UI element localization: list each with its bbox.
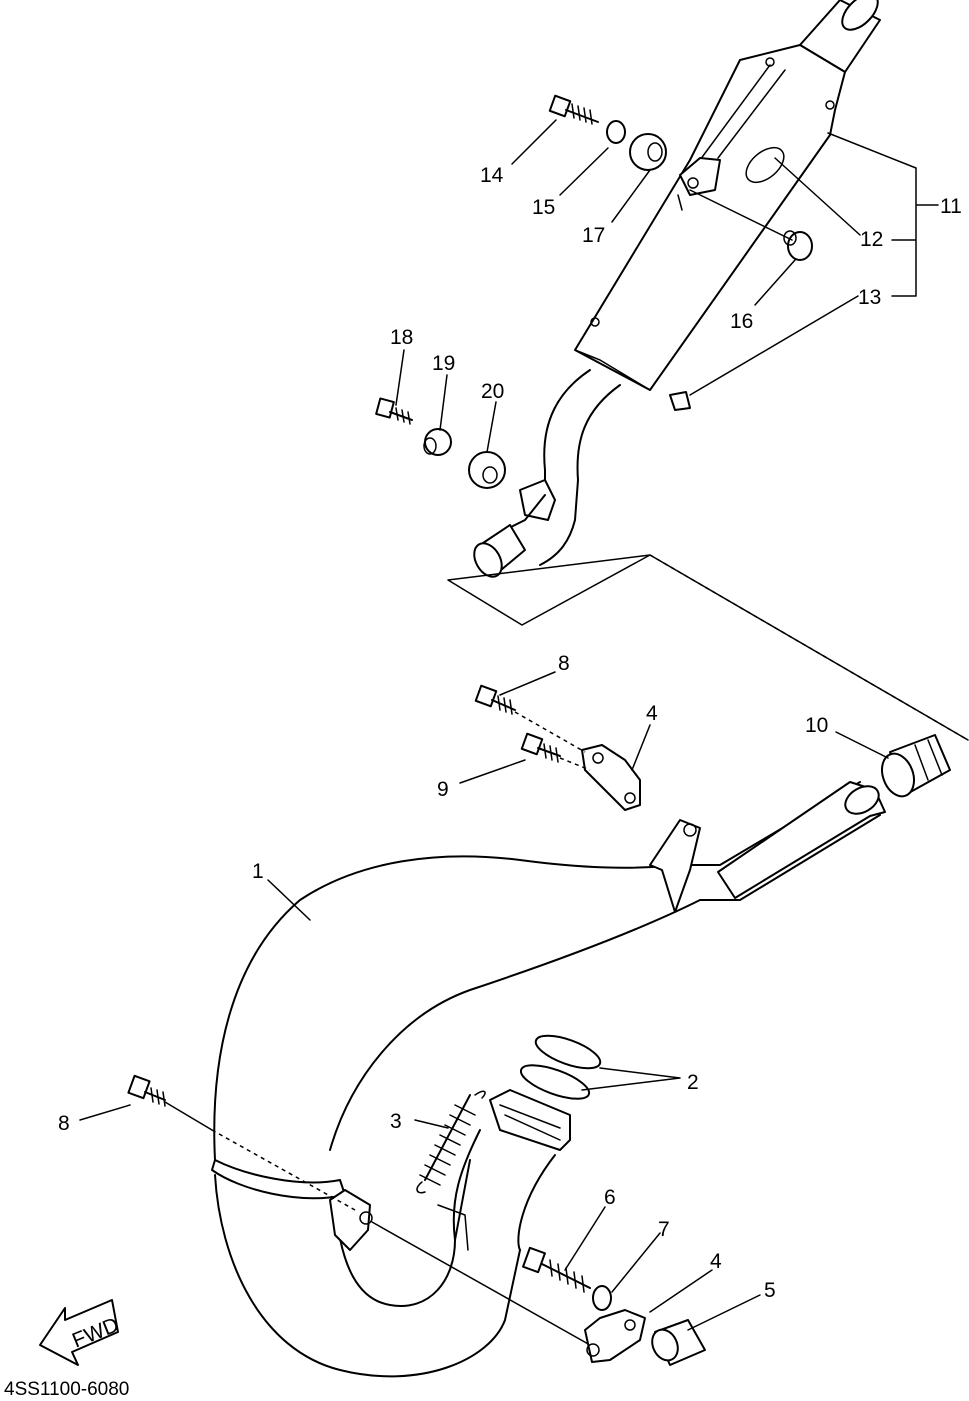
- grommet-20: [468, 451, 506, 489]
- callout-17: 17: [582, 224, 605, 247]
- callout-2: 2: [687, 1071, 699, 1094]
- callout-20: 20: [481, 380, 504, 403]
- leader-lines: [79, 119, 939, 1331]
- assembly-line-8-upper: [514, 711, 586, 753]
- callout-3: 3: [390, 1110, 402, 1133]
- callout-6: 6: [604, 1186, 616, 1209]
- fwd-arrow: FWD: [39, 1299, 122, 1366]
- callout-14: 14: [480, 164, 504, 187]
- callout-7: 7: [658, 1218, 670, 1241]
- collar-16: [783, 230, 813, 261]
- washer-15: [606, 120, 626, 144]
- callout-10: 10: [805, 714, 828, 737]
- section-plane: [447, 554, 969, 741]
- bolt-9: [520, 732, 561, 763]
- spring-3: [416, 1090, 486, 1194]
- assembly-line-8-lower: [164, 1101, 213, 1131]
- callout-4-lower: 4: [710, 1250, 722, 1273]
- callout-1: 1: [252, 860, 264, 883]
- callout-16: 16: [730, 310, 753, 333]
- collar-10: [881, 734, 951, 798]
- grommet-17: [629, 133, 667, 171]
- callout-5: 5: [764, 1279, 776, 1302]
- bolt-8-lower: [127, 1074, 166, 1107]
- bolt-18: [375, 397, 413, 425]
- collar-19: [423, 428, 452, 456]
- assembly-line-silencer: [649, 554, 969, 741]
- callout-13: 13: [858, 286, 881, 309]
- callout-12: 12: [860, 228, 883, 251]
- callout-4-upper: 4: [646, 702, 658, 725]
- callout-9: 9: [437, 778, 449, 801]
- o-ring-2-upper: [534, 1034, 602, 1070]
- collar-5: [651, 1319, 706, 1366]
- exhaust-pipe: [211, 781, 886, 1378]
- washer-7: [592, 1285, 612, 1311]
- bolt-14: [548, 94, 599, 125]
- assembly-line-9: [559, 757, 591, 771]
- callout-11: 11: [940, 195, 962, 218]
- callout-8-upper: 8: [558, 652, 570, 675]
- gasket-4-upper: [581, 744, 641, 811]
- gasket-4-lower: [584, 1309, 646, 1363]
- part-code: 4SS1100-6080: [4, 1379, 129, 1400]
- silencer-assembly: [473, 0, 881, 578]
- callout-19: 19: [432, 352, 455, 375]
- callout-15: 15: [532, 196, 555, 219]
- bolt-8-upper: [474, 684, 516, 715]
- screw-13: [669, 391, 691, 411]
- bolt-6: [522, 1246, 591, 1293]
- callout-18: 18: [390, 326, 413, 349]
- callout-8-lower: 8: [58, 1112, 70, 1135]
- o-ring-2-lower: [519, 1064, 591, 1100]
- assembly-line-lower-bracket: [371, 1221, 591, 1346]
- assembly-line-8-lower-dash: [211, 1129, 356, 1211]
